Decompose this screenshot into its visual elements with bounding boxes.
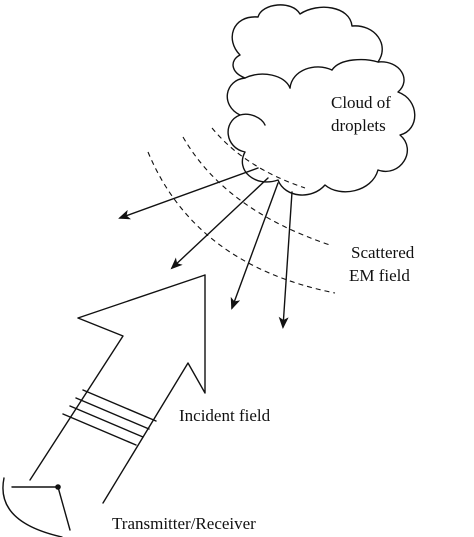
dish-antenna-icon [2,477,71,537]
transceiver-label: Transmitter/Receiver [112,514,256,533]
cloud-label-line2: droplets [331,116,386,135]
cloud-icon [226,4,416,196]
scattered-arrow [170,177,269,270]
scattered-arrow [278,191,293,329]
scattered-wavefronts [147,127,336,294]
scattered-arrow [118,167,259,220]
scattered-arrows [118,167,293,329]
cloud-label-line1: Cloud of [331,93,391,112]
scattered-label-line1: Scattered [351,243,415,262]
beam-arrow-icon [29,274,206,504]
incident-field-label: Incident field [179,406,271,425]
scattered-arrow [230,182,279,310]
scattered-label-line2: EM field [349,266,410,285]
